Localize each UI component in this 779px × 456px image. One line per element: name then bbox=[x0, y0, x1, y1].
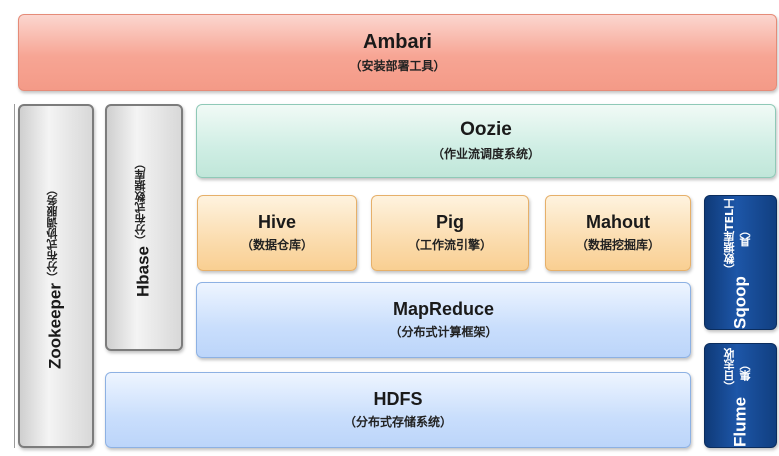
flume-block: Flume （日志收集） bbox=[704, 343, 777, 448]
mahout-title: Mahout bbox=[586, 211, 650, 232]
mapreduce-block: MapReduce （分布式计算框架） bbox=[196, 282, 691, 358]
mapreduce-subtitle: （分布式计算框架） bbox=[389, 325, 498, 340]
zookeeper-block: Zookeeper （分布式协调服务） bbox=[18, 104, 94, 448]
mahout-block: Mahout （数据挖掘库） bbox=[545, 195, 691, 271]
mahout-subtitle: （数据挖掘库） bbox=[575, 238, 660, 253]
hbase-block: Hbase （分布式数据库） bbox=[105, 104, 183, 351]
flume-subtitle: （日志收集） bbox=[722, 348, 752, 393]
mapreduce-title: MapReduce bbox=[392, 298, 495, 319]
left-border-line bbox=[14, 104, 15, 448]
sqoop-label-group: Sqoop （数据库TEL工具） bbox=[722, 196, 760, 329]
zookeeper-subtitle: （分布式协调服务） bbox=[46, 183, 59, 283]
oozie-subtitle: （作业流调度系统） bbox=[431, 146, 540, 161]
ambari-block: Ambari （安装部署工具） bbox=[18, 14, 777, 91]
hdfs-subtitle: （分布式存储系统） bbox=[343, 415, 452, 430]
hdfs-block: HDFS （分布式存储系统） bbox=[105, 372, 691, 448]
hive-title: Hive bbox=[257, 211, 297, 232]
ambari-subtitle: （安装部署工具） bbox=[349, 59, 446, 73]
pig-block: Pig （工作流引擎） bbox=[371, 195, 529, 271]
zookeeper-label-group: Zookeeper （分布式协调服务） bbox=[45, 184, 67, 369]
ambari-title: Ambari bbox=[363, 31, 432, 53]
hdfs-title: HDFS bbox=[373, 388, 423, 409]
pig-subtitle: （工作流引擎） bbox=[407, 238, 492, 253]
sqoop-subtitle: （数据库TEL工具） bbox=[722, 197, 752, 275]
zookeeper-title: Zookeeper bbox=[45, 282, 65, 369]
flume-title: Flume bbox=[730, 396, 750, 447]
hbase-subtitle: （分布式数据库） bbox=[134, 157, 147, 246]
pig-title: Pig bbox=[435, 211, 464, 232]
oozie-block: Oozie （作业流调度系统） bbox=[196, 104, 776, 178]
sqoop-title: Sqoop bbox=[730, 276, 750, 329]
oozie-title: Oozie bbox=[460, 119, 512, 141]
hive-subtitle: （数据仓库） bbox=[240, 238, 313, 253]
hbase-label-group: Hbase （分布式数据库） bbox=[133, 158, 155, 297]
hive-block: Hive （数据仓库） bbox=[197, 195, 357, 271]
sqoop-block: Sqoop （数据库TEL工具） bbox=[704, 195, 777, 330]
hbase-title: Hbase bbox=[133, 245, 153, 298]
flume-label-group: Flume （日志收集） bbox=[722, 344, 760, 447]
